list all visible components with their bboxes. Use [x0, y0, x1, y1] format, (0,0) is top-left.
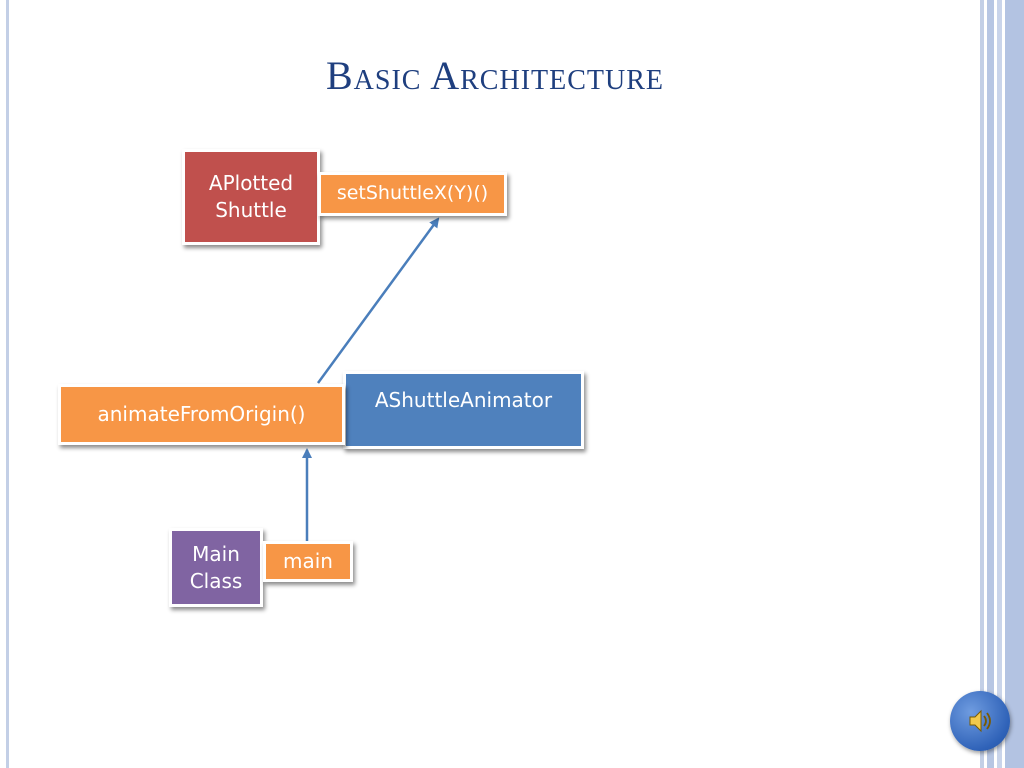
speaker-button[interactable]: [950, 691, 1010, 751]
set-shuttle-method-box: setShuttleX(Y)(): [318, 172, 507, 216]
animate-from-origin-box: animateFromOrigin(): [58, 384, 345, 445]
speaker-icon: [969, 709, 991, 733]
right-border-band: [980, 0, 984, 768]
right-border-band: [1005, 0, 1024, 768]
slide-title: Basic Architecture: [325, 53, 665, 98]
main-class-box: Main Class: [169, 528, 263, 607]
main-method-box: main: [263, 541, 353, 582]
right-border-band: [997, 0, 1002, 768]
arrow-animate-to-set-shuttle: [316, 217, 440, 384]
left-border-line: [6, 0, 9, 768]
aplotted-shuttle-box: APlotted Shuttle: [182, 149, 320, 245]
ashuttle-animator-box: AShuttleAnimator: [343, 371, 584, 449]
right-border-band: [987, 0, 994, 768]
